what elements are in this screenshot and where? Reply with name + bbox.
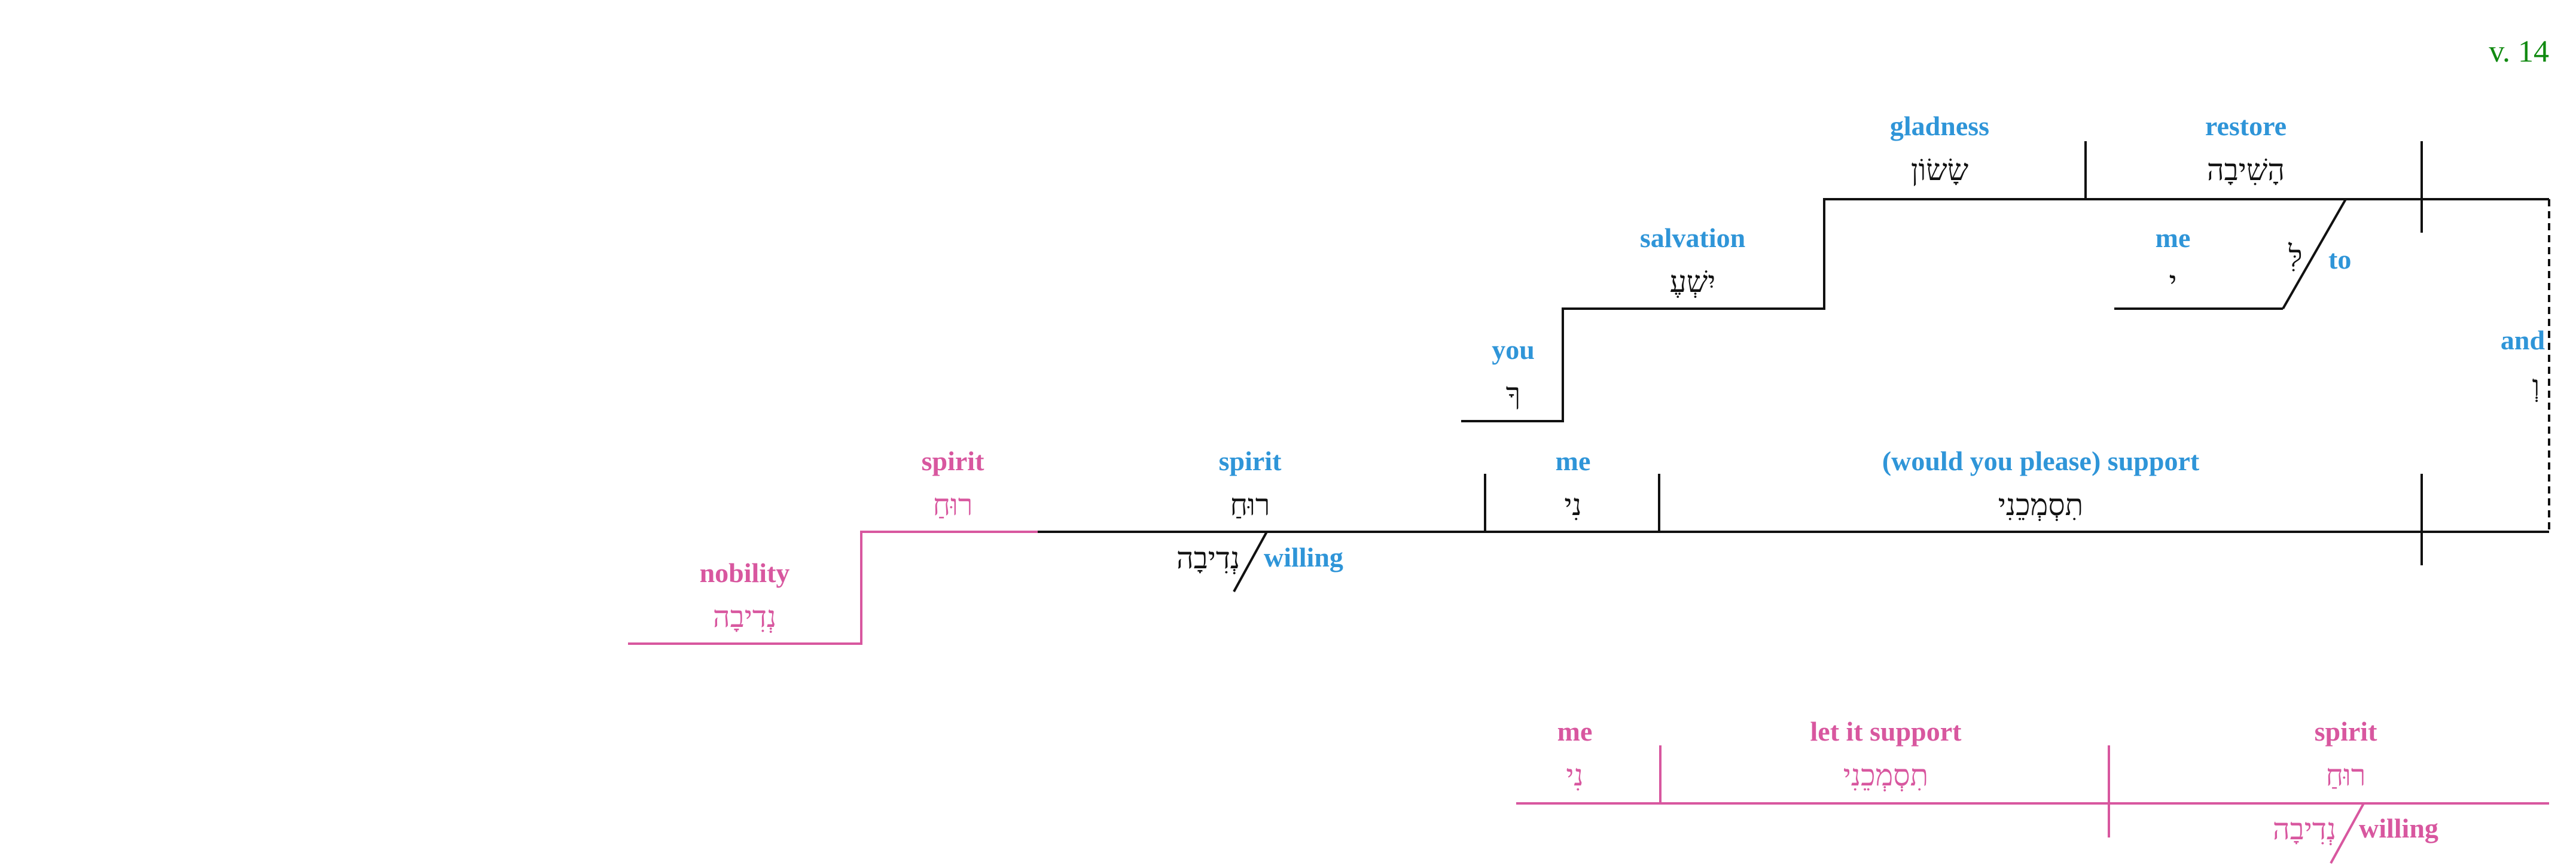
hebrew-restore: הָשִׁיבָה: [2207, 153, 2285, 187]
hebrew-me-alt: נִי: [1566, 758, 1583, 793]
gloss-and: and: [2501, 325, 2545, 355]
upper-stepped-line: [1461, 198, 2549, 422]
gloss-spirit-main: spirit: [1219, 446, 1282, 476]
alt-nobility-line: [628, 531, 1038, 645]
hebrew-nobility: נְדִיבָה: [713, 599, 776, 634]
hebrew-to: לִּ: [2288, 239, 2302, 273]
hebrew-willing-alt: נְדִיבָה: [2273, 812, 2336, 846]
hebrew-spirit-main: רוּחַ: [1230, 488, 1270, 522]
gloss-spirit-alt2: spirit: [2315, 716, 2377, 747]
hebrew-me-main: נִי: [1564, 488, 1581, 522]
gloss-me-main: me: [1556, 446, 1591, 476]
hebrew-salvation: יִשְׁעֶ: [1670, 264, 1716, 299]
gloss-me-alt: me: [1557, 716, 1593, 747]
willing-modifier-slant-alt: [2330, 803, 2365, 864]
gloss-salvation: salvation: [1640, 223, 1745, 253]
gloss-willing-alt: willing: [2359, 813, 2438, 843]
gloss-nobility: nobility: [700, 558, 790, 588]
hebrew-and: וְ: [2532, 368, 2540, 403]
gloss-spirit-alt: spirit: [922, 446, 984, 476]
verse-number: v. 14: [2489, 35, 2549, 69]
gloss-support: (would you please) support: [1882, 446, 2200, 476]
to-slant: [2282, 199, 2347, 309]
hebrew-willing-main: נְדִיבָה: [1176, 541, 1240, 575]
hebrew-me-to: י: [2169, 264, 2176, 299]
gloss-let-it-support: let it support: [1810, 716, 1962, 747]
gloss-to: to: [2328, 244, 2351, 275]
gloss-gladness: gladness: [1890, 111, 1989, 141]
hebrew-spirit-alt: רוּחַ: [933, 488, 973, 522]
gloss-me-to: me: [2156, 223, 2191, 253]
willing-modifier-slant-main: [1233, 531, 1268, 592]
hebrew-support: תִסְמְכֵנִי: [1998, 488, 2083, 522]
hebrew-spirit-alt2: רוּחַ: [2326, 758, 2366, 793]
gloss-restore: restore: [2205, 111, 2287, 141]
hebrew-you: ךָ: [1506, 376, 1521, 411]
hebrew-gladness: שָׂשׂוֹן: [1911, 153, 1969, 187]
hebrew-let-it-support: תִסְמְכֵנִי: [1843, 758, 1928, 793]
gloss-you: you: [1492, 334, 1535, 365]
gloss-willing-main: willing: [1264, 542, 1343, 572]
